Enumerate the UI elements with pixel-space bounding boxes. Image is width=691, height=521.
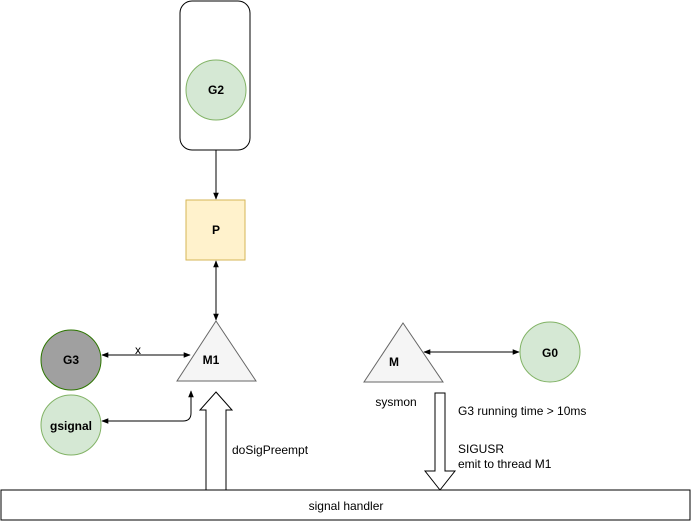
gsignal-node bbox=[40, 394, 102, 456]
g2-label: G2 bbox=[208, 83, 224, 97]
g0-node bbox=[519, 321, 581, 383]
p-label: P bbox=[212, 223, 220, 237]
do-sig-preempt-arrow bbox=[198, 391, 234, 491]
gsignal-label: gsignal bbox=[50, 419, 92, 433]
g0-label: G0 bbox=[542, 346, 558, 360]
g3-node bbox=[40, 329, 102, 391]
m-label: M bbox=[389, 355, 399, 369]
running-time-label: G3 running time > 10ms bbox=[458, 404, 586, 418]
signal-handler-box bbox=[0, 489, 691, 521]
g2-node bbox=[185, 59, 247, 121]
p-node bbox=[185, 199, 246, 261]
m-node bbox=[363, 322, 444, 383]
sigusr-label-line1: SIGUSR bbox=[458, 442, 504, 456]
sigusr-arrow bbox=[423, 392, 457, 491]
m1-label: M1 bbox=[203, 353, 220, 367]
x-edge-label: x bbox=[135, 343, 141, 357]
g3-label: G3 bbox=[63, 353, 79, 367]
m1-node bbox=[176, 320, 257, 382]
sysmon-label: sysmon bbox=[375, 395, 416, 409]
sigusr-label-line2: emit to thread M1 bbox=[458, 457, 552, 471]
do-sig-preempt-label: doSigPreempt bbox=[232, 443, 309, 457]
edge-gsignal-m1 bbox=[101, 390, 194, 424]
signal-handler-label: signal handler bbox=[309, 499, 384, 513]
